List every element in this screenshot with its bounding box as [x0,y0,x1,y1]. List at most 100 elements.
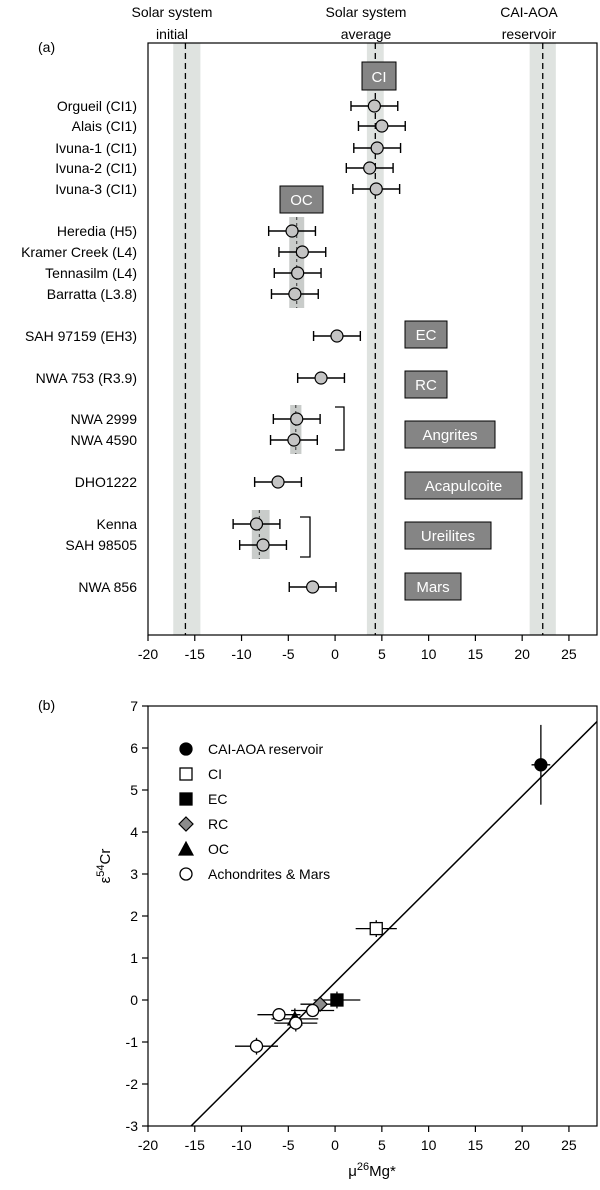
panel-b-label: (b) [38,697,55,713]
sample-points [232,99,406,594]
x-tick-label: 0 [331,1137,339,1153]
x-tick-label: -10 [231,1137,251,1153]
sample-point [249,517,264,531]
angrites-bracket [335,406,345,451]
ref-line-cai-label-2: reservoir [502,26,557,42]
sample-point [271,475,285,489]
reference-lines [184,43,544,635]
y-tick-label: -2 [126,1076,139,1092]
x-axis-title-base: μ [348,1163,357,1180]
data-point [330,993,344,1007]
data-point [305,1003,320,1018]
sample-point [369,182,383,196]
sample-point [370,141,384,155]
ureilites-bracket [300,516,311,558]
x-tick-label: 20 [514,1137,530,1153]
legend-label: CAI-AOA reservoir [208,741,323,757]
y-tick-label: -1 [126,1034,139,1050]
group-band-oc [289,217,305,308]
x-tick-label: -20 [138,1137,158,1153]
group-label-angrites: Angrites [422,427,477,444]
svg-text:ε54Cr: ε54Cr [95,849,114,884]
x-tick-label: 5 [378,646,386,662]
group-label-ec: EC [416,327,437,344]
data-point [289,1016,303,1030]
y-tick-label: 5 [130,782,138,798]
group-box-oc: OC [279,185,324,214]
sample-point [363,161,377,175]
panel-a: (a) Solar system initial Solar system av… [21,4,598,662]
x-tick-label: 25 [561,646,577,662]
legend-label: RC [208,816,228,832]
sample-point [288,287,302,301]
legend-label: OC [208,841,229,857]
group-box-mars: Mars [404,572,462,601]
y-tick-label: 3 [130,866,138,882]
sample-point [287,433,301,447]
sample-label: Orgueil (CI1) [57,98,137,114]
legend-marker [178,816,194,832]
y-tick-label: -3 [126,1118,139,1134]
x-axis-title-sup: 26 [357,1161,369,1173]
group-box-acapulcoite: Acapulcoite [404,471,523,500]
x-tick-label: -15 [185,1137,205,1153]
x-tick-label: 25 [561,1137,577,1153]
sample-point [295,245,309,259]
panel-a-frame [147,42,598,636]
legend-label: Achondrites & Mars [208,866,330,882]
x-tick-label: 10 [421,646,437,662]
panel-b-y-axis-title: ε54Cr [95,849,114,884]
sample-label: NWA 2999 [71,411,138,427]
y-tick-label: 4 [130,824,138,840]
sample-label: Ivuna-1 (CI1) [55,140,137,156]
x-tick-label: -5 [282,1137,295,1153]
group-box-ureilites: Ureilites [404,521,492,550]
y-axis-title-rest: Cr [97,849,114,865]
x-tick-label: -20 [138,646,158,662]
sample-point [314,371,328,385]
group-box-angrites: Angrites [404,420,496,449]
x-axis-title-rest: Mg* [369,1163,396,1180]
sample-point [375,119,389,133]
ref-line-cai-label-1: CAI-AOA [500,4,558,20]
reference-band-0 [173,43,201,635]
sample-label: NWA 856 [78,579,137,595]
sample-label: NWA 753 (R3.9) [36,370,137,386]
legend-label: CI [208,766,222,782]
sample-label: Barratta (L3.8) [47,286,137,302]
y-tick-label: 6 [130,740,138,756]
panel-b-x-axis-title: μ26Mg* [348,1161,396,1180]
group-label-oc: OC [290,192,313,209]
sample-label: Tennasilm (L4) [45,265,137,281]
sample-label: Alais (CI1) [72,118,137,134]
sample-label: Ivuna-3 (CI1) [55,181,137,197]
data-point [534,758,548,772]
reference-bands [173,43,556,635]
data-point [369,921,383,936]
regression-line [190,721,597,1126]
x-tick-label: 0 [331,646,339,662]
y-axis-title-sup: 54 [95,864,107,876]
y-tick-label: 7 [130,698,138,714]
x-tick-label: -10 [231,646,251,662]
legend-marker [177,840,195,856]
panel-b-points [234,724,551,1055]
x-tick-label: -15 [185,646,205,662]
ref-line-initial-label-2: initial [156,26,188,42]
y-tick-label: 1 [130,950,138,966]
x-tick-label: -5 [282,646,295,662]
x-tick-label: 20 [514,646,530,662]
group-label-ureilites: Ureilites [421,528,475,545]
sample-point [256,538,270,552]
legend-marker [179,742,193,756]
legend-label: EC [208,791,227,807]
group-box-ec: EC [404,320,448,349]
sample-label: Ivuna-2 (CI1) [55,160,137,176]
sample-labels: Orgueil (CI1) Alais (CI1) Ivuna-1 (CI1) Ivu… [21,98,137,595]
group-label-acapulcoite: Acapulcoite [425,478,503,495]
